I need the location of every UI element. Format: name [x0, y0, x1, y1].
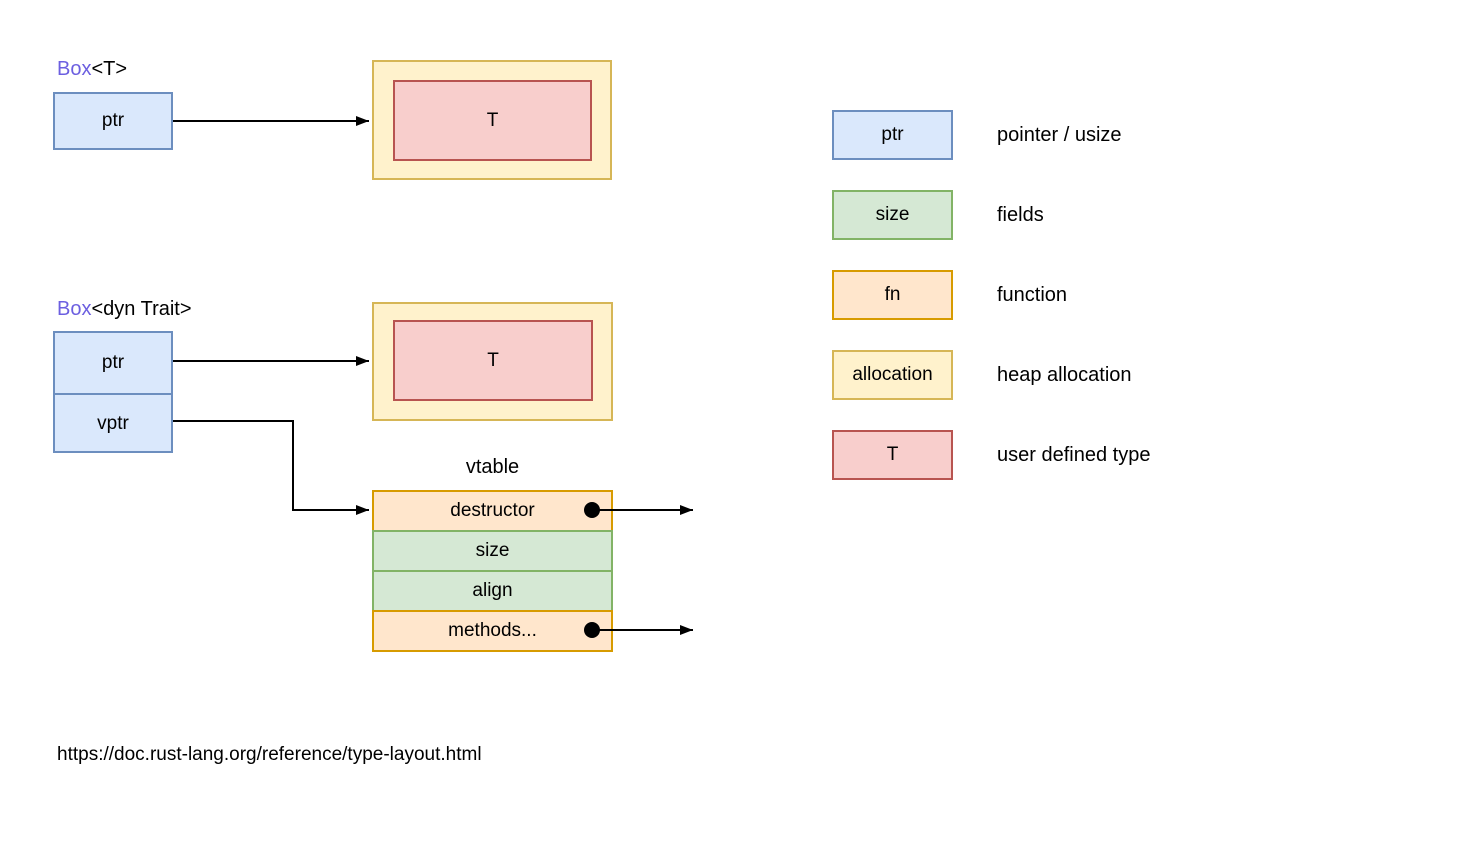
box-dyn-title-suffix: <dyn Trait> [91, 298, 192, 320]
box-dyn-ptr-label: ptr [101, 352, 125, 373]
legend-swatch-allocation-label: allocation [852, 364, 933, 385]
box-t-title-prefix: Box [57, 58, 92, 80]
vtable-title: vtable [465, 456, 520, 478]
vtable-row-destructor: destructor [372, 490, 613, 532]
vtable-row-methods-label: methods... [448, 620, 537, 641]
legend-swatch-fields: size [832, 190, 953, 240]
box-t-title: Box<T> [57, 56, 127, 82]
legend-swatch-fn-label: fn [884, 284, 901, 305]
vtable-row-destructor-label: destructor [450, 500, 535, 521]
legend-swatch-pointer-label: ptr [881, 124, 904, 145]
legend-desc-fields: fields [997, 203, 1044, 226]
vtable-row-align-label: align [472, 580, 513, 601]
box-dyn-type-label: T [487, 349, 499, 371]
box-t-type-box: T [393, 80, 592, 161]
box-t-ptr-label: ptr [101, 110, 125, 131]
box-t-ptr-cell: ptr [53, 92, 173, 150]
box-dyn-title-prefix: Box [57, 298, 92, 320]
footer-url: https://doc.rust-lang.org/reference/type… [57, 744, 482, 765]
box-dyn-ptr-cell: ptr [55, 333, 171, 393]
vtable-row-size: size [372, 530, 613, 572]
legend-desc-fn: function [997, 283, 1068, 306]
box-dyn-type-box: T [393, 320, 593, 401]
legend-swatch-type: T [832, 430, 953, 480]
vtable-row-align: align [372, 570, 613, 612]
legend-swatch-pointer: ptr [832, 110, 953, 160]
legend-desc-pointer: pointer / usize [997, 123, 1122, 146]
box-dyn-stack: ptr vptr [53, 331, 173, 453]
box-t-title-suffix: <T> [91, 58, 128, 80]
box-dyn-title: Box<dyn Trait> [57, 296, 192, 322]
box-dyn-vptr-cell: vptr [55, 393, 171, 453]
legend-swatch-type-label: T [886, 444, 899, 465]
box-dyn-vptr-label: vptr [97, 413, 129, 434]
box-dyn-vptr-arrow [173, 420, 369, 515]
legend-swatch-allocation: allocation [832, 350, 953, 400]
vtable-row-methods: methods... [372, 610, 613, 652]
vtable-row-size-label: size [475, 540, 510, 561]
legend-desc-type: user defined type [997, 443, 1151, 466]
box-t-type-label: T [486, 109, 499, 131]
legend-swatch-fields-label: size [875, 204, 910, 225]
legend-desc-allocation: heap allocation [997, 363, 1132, 386]
legend-swatch-fn: fn [832, 270, 953, 320]
